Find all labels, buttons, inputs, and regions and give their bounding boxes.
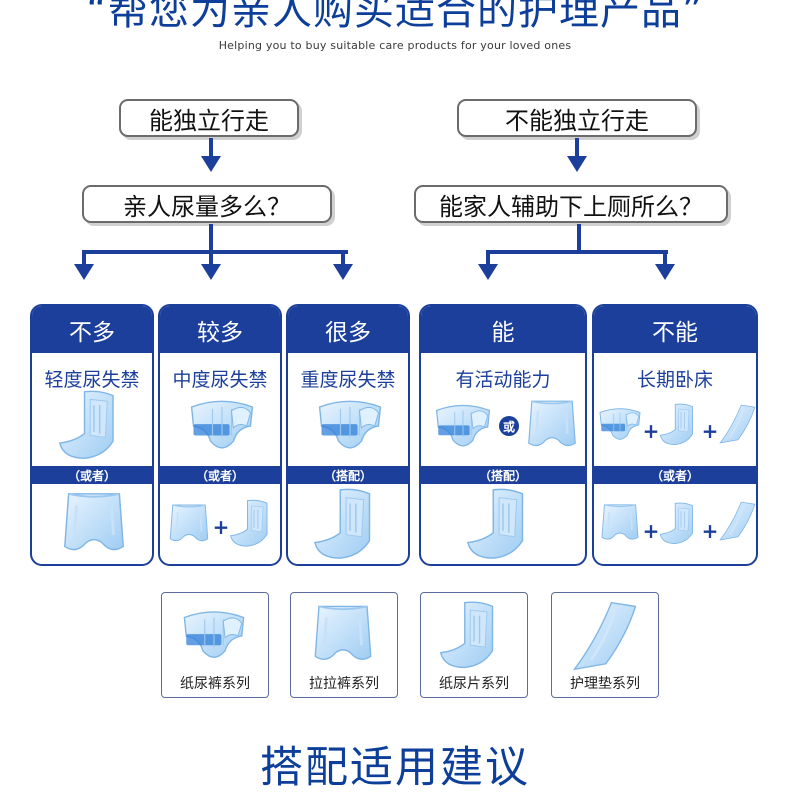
svg-text:+: + (702, 519, 719, 543)
down-arrow-icon (74, 264, 94, 280)
branch-line (82, 250, 348, 254)
question-box-toilet-assist: 能家人辅助下上厕所么？ (414, 185, 728, 223)
card-header: 能 (421, 306, 585, 353)
card-light-incontinence: 不多 轻度尿失禁 （或者） (30, 304, 154, 566)
question-box-urine-amount: 亲人尿量多么？ (82, 185, 332, 223)
page-subtitle: Helping you to buy suitable care product… (218, 39, 572, 52)
svg-text:+: + (213, 515, 230, 539)
underpad-icon (572, 601, 637, 671)
series-label: 护理垫系列 (570, 676, 640, 692)
start-box-cannot-walk: 不能独立行走 (457, 99, 697, 137)
down-arrow-icon (655, 264, 675, 280)
card-band-label: （或者） (160, 466, 280, 484)
card-header: 很多 (288, 306, 408, 353)
connector-line (341, 250, 345, 264)
pants-icon (63, 492, 125, 552)
footer-title: 搭配适用建议 (260, 743, 530, 793)
card-subtitle: 重度尿失禁 (300, 369, 396, 391)
connector-line (209, 250, 213, 264)
connector-line (577, 224, 581, 252)
card-severe-incontinence: 很多 重度尿失禁 （搭配） (286, 304, 410, 566)
page-title: “帮您为亲人购买适合的护理产品” (86, 0, 704, 34)
pad-icon (439, 601, 494, 669)
card-subtitle: 长期卧床 (636, 369, 713, 391)
series-tile-diaper[interactable]: 纸尿裤系列 (161, 592, 269, 698)
pad-icon (314, 488, 371, 559)
card-header: 不多 (32, 306, 152, 353)
card-can-move: 能 有活动能力 或 （搭配） (419, 304, 587, 566)
pants-icon (313, 604, 373, 661)
series-tile-pad[interactable]: 纸尿片系列 (420, 592, 528, 698)
series-label: 拉拉裤系列 (309, 676, 379, 692)
card-band-label: （或者） (594, 466, 756, 484)
branch-line (486, 250, 668, 254)
series-tile-underpad[interactable]: 护理垫系列 (551, 592, 659, 698)
down-arrow-icon (201, 156, 221, 172)
connector-line (486, 250, 490, 264)
card-band-label: （搭配） (421, 466, 585, 484)
down-arrow-icon (478, 264, 498, 280)
pad-icon (467, 488, 524, 559)
connector-line (82, 250, 86, 264)
card-band-label: （搭配） (288, 466, 408, 484)
start-box-can-walk: 能独立行走 (119, 99, 299, 137)
down-arrow-icon (333, 264, 353, 280)
svg-text:+: + (643, 419, 660, 443)
card-header: 较多 (160, 306, 280, 353)
svg-text:+: + (702, 419, 719, 443)
card-subtitle: 轻度尿失禁 (44, 369, 140, 391)
series-label: 纸尿片系列 (439, 676, 509, 692)
card-moderate-incontinence: 较多 中度尿失禁 （或者） + (158, 304, 282, 566)
down-arrow-icon (567, 156, 587, 172)
down-arrow-icon (201, 264, 221, 280)
diaper-icon (183, 611, 245, 659)
card-subtitle: 中度尿失禁 (172, 369, 268, 391)
connector-line (209, 138, 213, 158)
or-badge: 或 (503, 419, 515, 434)
connector-line (575, 138, 579, 158)
diaper-icon (318, 400, 382, 449)
card-band-label: （或者） (32, 466, 152, 484)
diaper-plus-pad-plus-underpad-icons: + + (599, 403, 756, 446)
pants-plus-pad-icons: + (169, 499, 268, 547)
diaper-or-pants-icons: 或 (435, 399, 577, 447)
connector-line (209, 224, 213, 252)
diaper-icon (190, 400, 254, 449)
pad-icon (59, 390, 114, 460)
series-label: 纸尿裤系列 (180, 676, 250, 692)
svg-text:+: + (643, 519, 660, 543)
card-bedridden: 不能 长期卧床 + + （或者） + + (592, 304, 758, 566)
series-tile-pull-up[interactable]: 拉拉裤系列 (290, 592, 398, 698)
pants-plus-pad-plus-underpad-icons: + + (601, 500, 756, 545)
card-header: 不能 (594, 306, 756, 353)
connector-line (663, 250, 667, 264)
card-subtitle: 有活动能力 (455, 369, 551, 391)
